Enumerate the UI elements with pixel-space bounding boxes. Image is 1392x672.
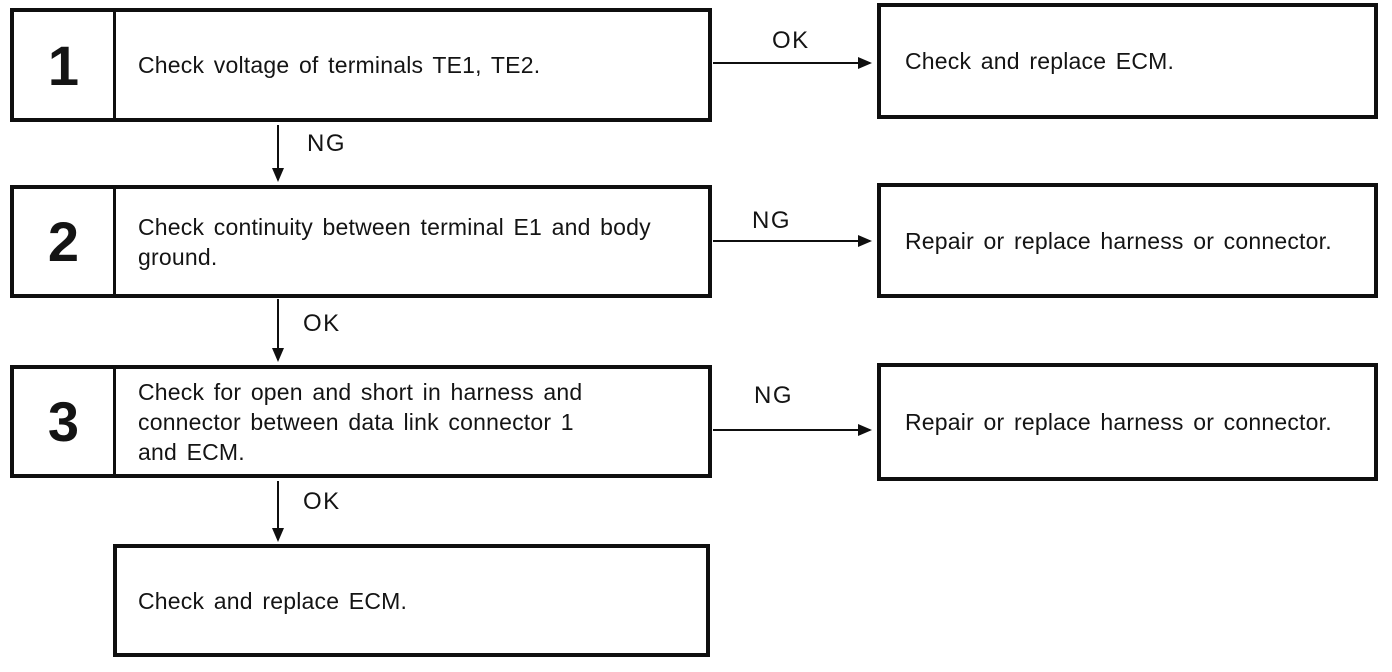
result-text-1: Check and replace ECM.: [905, 48, 1175, 74]
ng-label-down-1: NG: [307, 130, 346, 157]
final-step-text: Check and replace ECM.: [138, 587, 408, 614]
ok-label-down-3: OK: [303, 488, 341, 515]
step-text-2: Check continuity between terminal E1 and…: [138, 213, 651, 270]
ok-label-right-1: OK: [772, 27, 810, 54]
result-box-2: Repair or replace harness or connector.: [877, 183, 1378, 298]
step-box-3: 3 Check for open and short in harness an…: [10, 365, 712, 478]
result-text-3: Repair or replace harness or connector.: [905, 409, 1332, 435]
final-step-box: Check and replace ECM.: [113, 544, 710, 657]
step-number-2: 2: [14, 189, 116, 294]
step-number-3: 3: [14, 369, 116, 474]
result-box-1: Check and replace ECM.: [877, 3, 1378, 119]
result-text-2: Repair or replace harness or connector.: [905, 227, 1332, 254]
ng-label-right-3: NG: [754, 382, 793, 409]
step-box-2: 2 Check continuity between terminal E1 a…: [10, 185, 712, 298]
step-box-1: 1 Check voltage of terminals TE1, TE2.: [10, 8, 712, 122]
step-text-1: Check voltage of terminals TE1, TE2.: [138, 52, 541, 78]
ng-label-right-2: NG: [752, 207, 791, 234]
result-box-3: Repair or replace harness or connector.: [877, 363, 1378, 481]
step-number-1: 1: [14, 12, 116, 118]
ok-label-down-2: OK: [303, 310, 341, 337]
step-text-3: Check for open and short in harness and …: [138, 378, 583, 465]
